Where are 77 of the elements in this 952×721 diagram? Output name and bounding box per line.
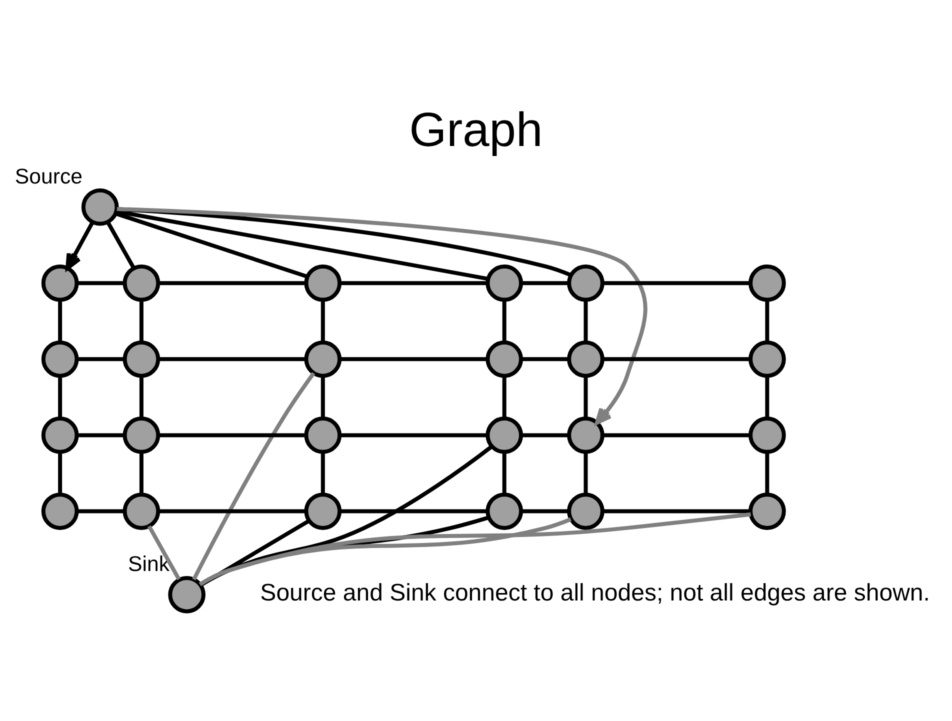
connector: [158, 281, 306, 286]
node-circle: [41, 416, 79, 454]
node-circle: [304, 416, 342, 454]
connector: [115, 212, 308, 278]
connector: [139, 376, 144, 418]
node-circle: [748, 416, 786, 454]
connector: [765, 300, 770, 342]
connector: [77, 433, 124, 438]
connector: [139, 452, 144, 494]
node-circle: [304, 264, 342, 302]
connector: [158, 433, 306, 438]
node-circle: [567, 340, 604, 378]
connector: [340, 357, 488, 362]
node-circle: [567, 416, 604, 454]
node-circle: [567, 264, 604, 302]
connector: [320, 376, 325, 418]
connector: [522, 509, 569, 514]
connector: [522, 281, 569, 286]
connector: [198, 517, 572, 586]
connector: [106, 221, 136, 270]
connector: [320, 452, 325, 494]
connector: [58, 376, 62, 418]
connector: [147, 525, 181, 580]
node-circle: [748, 492, 786, 530]
connector: [602, 509, 750, 514]
connector: [320, 300, 325, 342]
node-circle: [41, 492, 79, 530]
connector: [340, 433, 488, 438]
node-circle: [122, 340, 160, 378]
connector: [77, 509, 124, 514]
node-circle: [304, 340, 342, 378]
connector: [58, 452, 62, 494]
connector: [522, 357, 569, 362]
connector: [116, 209, 488, 281]
node-circle: [122, 492, 160, 530]
connector: [58, 300, 62, 342]
connector: [158, 509, 306, 514]
connector: [602, 357, 750, 362]
connector: [77, 357, 124, 362]
node-circle: [304, 492, 342, 530]
connector: [765, 376, 770, 418]
connector: [502, 452, 506, 494]
connector: [340, 509, 488, 514]
connector: [502, 376, 506, 418]
connector: [602, 281, 750, 286]
node-label: Sink: [128, 552, 170, 576]
node-circle: [122, 416, 160, 454]
node-circle: [41, 340, 79, 378]
connector: [602, 433, 750, 438]
node-circle: [122, 264, 160, 302]
arrow: [66, 221, 94, 270]
connector: [198, 512, 752, 586]
node-circle: [748, 340, 786, 378]
node-circle: [486, 416, 524, 454]
node-label: Source: [14, 164, 83, 188]
connector: [77, 281, 124, 286]
connector: [765, 452, 770, 494]
connector: [158, 357, 306, 362]
node-circle: [81, 188, 119, 226]
connector: [192, 372, 316, 580]
connector: [584, 452, 588, 494]
connector: [502, 300, 506, 342]
diagram-title: Graph: [409, 104, 543, 158]
connector: [522, 433, 569, 438]
node-circle: [486, 340, 524, 378]
connector: [340, 281, 488, 286]
node-circle: [486, 264, 524, 302]
connector: [139, 300, 144, 342]
node-circle: [748, 264, 786, 302]
label: Source and Sink connect to all nodes; not all edges are shown.: [260, 580, 930, 607]
node-circle: [486, 492, 524, 530]
node-circle: [567, 492, 604, 530]
arrow: [116, 206, 648, 425]
connector: [584, 376, 588, 418]
connector: [584, 300, 588, 342]
node-circle: [168, 576, 206, 614]
node-circle: [41, 264, 79, 302]
